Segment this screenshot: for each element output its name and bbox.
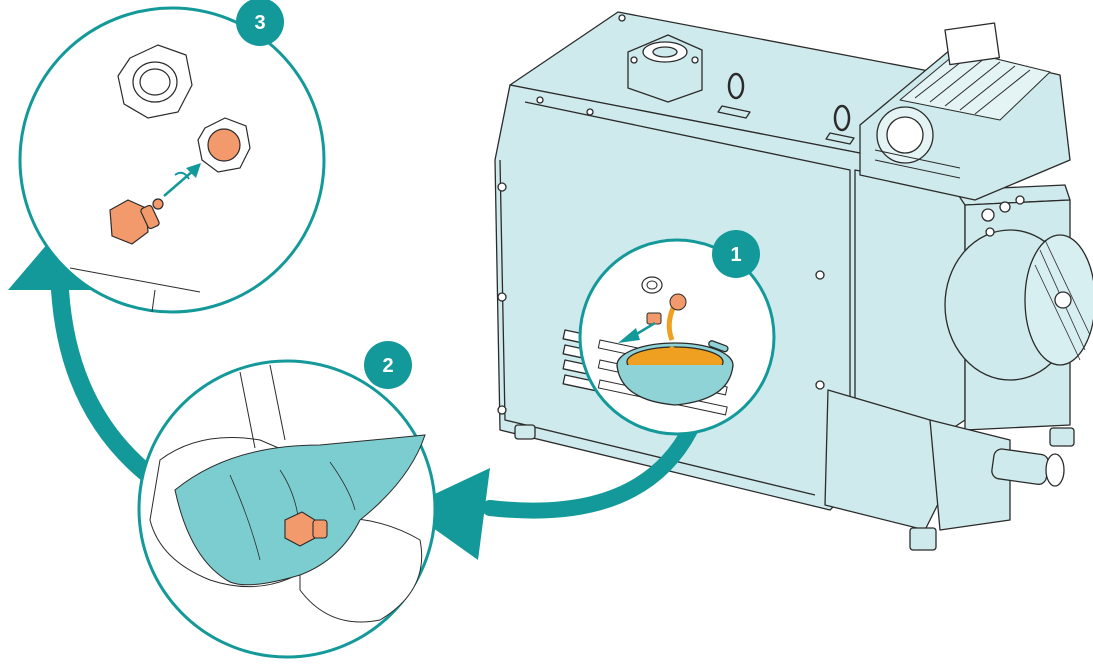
step-badge-3: 3 <box>236 0 284 46</box>
detail-step-2 <box>137 359 437 659</box>
seal-ring-icon <box>117 44 193 119</box>
drain-plug-icon <box>109 198 164 245</box>
step-number-3: 3 <box>254 12 265 34</box>
seal-ring-icon <box>197 117 251 173</box>
pump-base <box>824 389 941 531</box>
drain-plug-icon <box>284 511 328 547</box>
curved-arrow-step1-to-step2 <box>405 422 698 560</box>
rotate-arrow-icon <box>163 163 201 197</box>
step-badge-1: 1 <box>712 230 760 278</box>
cleaning-cloth-icon <box>174 434 426 586</box>
vacuum-pump-illustration <box>494 11 1093 551</box>
oil-tray-icon <box>616 340 734 406</box>
detail-step-1 <box>578 238 776 436</box>
rotate-arrow-icon <box>634 321 656 337</box>
step-badge-2: 2 <box>364 341 412 389</box>
step-number-1: 1 <box>730 244 741 266</box>
step-number-2: 2 <box>382 355 393 377</box>
detail-step-3 <box>18 6 326 314</box>
